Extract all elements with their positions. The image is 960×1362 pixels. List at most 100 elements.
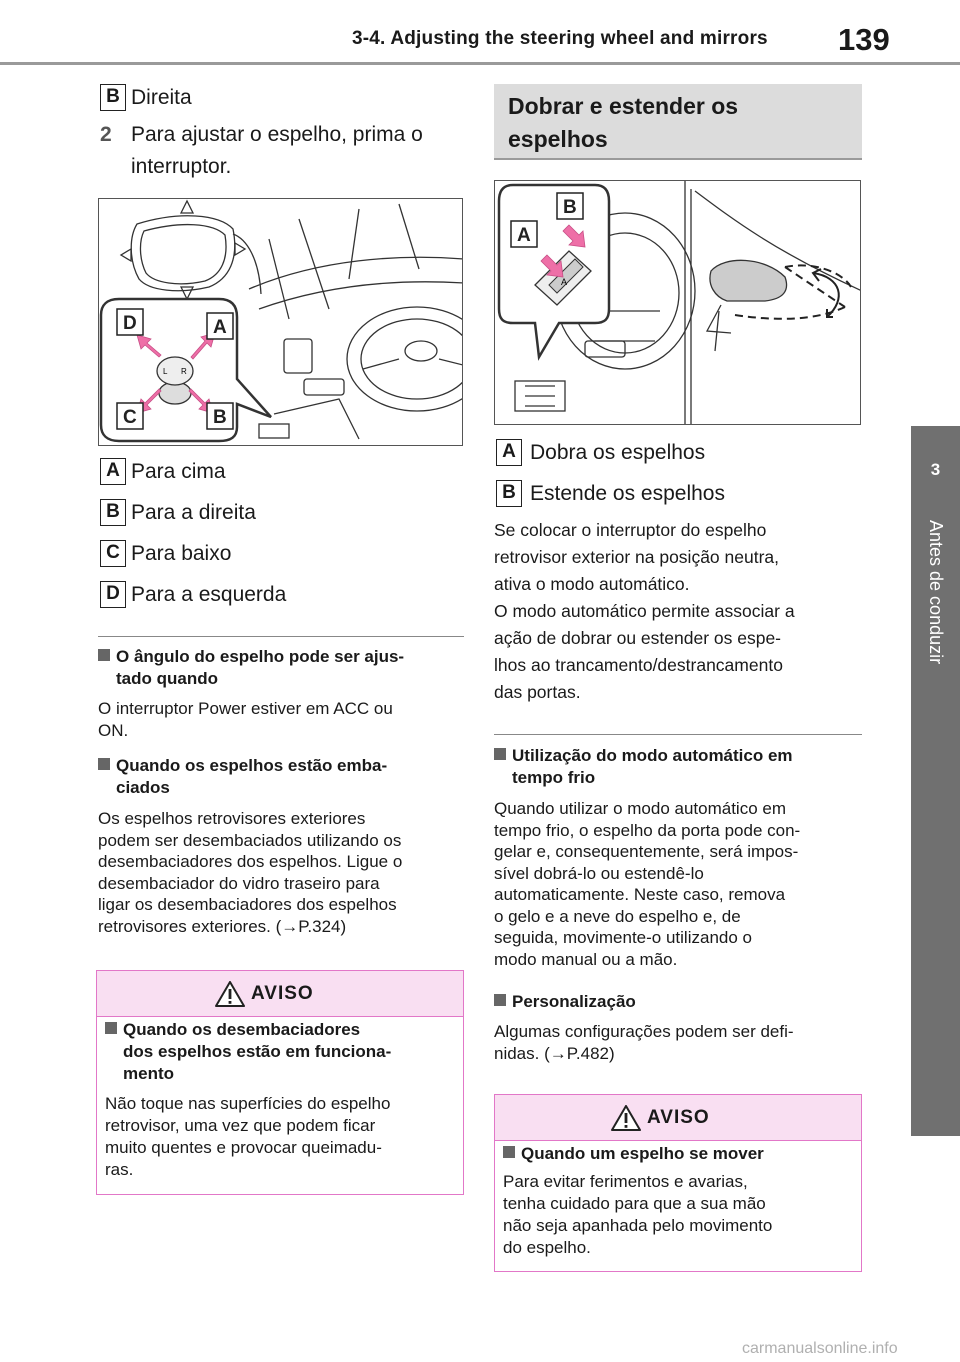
legend-a-badge: A xyxy=(100,458,126,485)
body-line: Para evitar ferimentos e avarias, xyxy=(503,1172,748,1191)
fold-legend-a-text: Dobra os espelhos xyxy=(530,441,706,464)
section-title: Dobrar e estender os espelhos xyxy=(508,90,738,156)
fig1-badge-c-box xyxy=(116,402,144,430)
body-line: desembaciador do vidro traseiro para xyxy=(98,873,380,893)
body-line: modo manual ou a mão. xyxy=(494,949,678,969)
warning-sub-line1: Quando um espelho se mover xyxy=(521,1144,764,1163)
section-heading-customization: Personalização xyxy=(494,991,636,1013)
section-body-mirror-angle: O interruptor Power estiver em ACC ou ON… xyxy=(98,698,393,741)
knob-label-l: L xyxy=(163,367,168,376)
section-body-customization: Algumas configurações podem ser defi- ni… xyxy=(494,1021,794,1064)
page-number: 139 xyxy=(838,22,890,57)
paragraph-line: ativa o modo automático. xyxy=(494,574,690,594)
paragraph-line: lhos ao trancamento/destrancamento xyxy=(494,655,783,675)
section-square-icon xyxy=(494,994,506,1006)
body-line: não seja apanhada pelo movimento xyxy=(503,1216,773,1235)
section-heading-line1: O ângulo do espelho pode ser ajus- xyxy=(116,647,405,666)
section-body-cold-weather: Quando utilizar o modo automático em tem… xyxy=(494,798,800,970)
body-line: do espelho. xyxy=(503,1238,591,1257)
legend-d-badge: D xyxy=(100,581,126,608)
warning-body: Para evitar ferimentos e avarias, tenha … xyxy=(503,1171,772,1259)
warning-box-defogger: AVISO Quando os desembaciadores dos espe… xyxy=(96,970,464,1195)
fig1-label-a: A xyxy=(213,317,227,338)
body-line: Quando utilizar o modo automático em xyxy=(494,799,786,818)
fig2-label-a: A xyxy=(517,225,531,246)
body-line: nidas. (→P.482) xyxy=(494,1043,615,1063)
step-text-line2: interruptor. xyxy=(131,155,232,178)
body-line: ligar os desembaciadores dos espelhos xyxy=(98,895,397,914)
paragraph-line: O modo automático permite associar a xyxy=(494,601,795,621)
fold-legend-b-text: Estende os espelhos xyxy=(530,482,725,505)
fig1-label-c: C xyxy=(123,407,137,428)
step-number: 2 xyxy=(100,123,112,146)
section-heading-mirror-angle: O ângulo do espelho pode ser ajus- tado … xyxy=(98,646,404,690)
warning-body: Não toque nas superfícies do espelho ret… xyxy=(105,1093,390,1181)
paragraph-line: retrovisor exterior na posição neutra, xyxy=(494,547,779,567)
body-line: muito quentes e provocar queimadu- xyxy=(105,1138,382,1157)
section-heading-cold-weather: Utilização do modo automático em tempo f… xyxy=(494,745,793,789)
body-line: ras. xyxy=(105,1160,134,1179)
chapter-side-tab: 3 Antes de conduzir xyxy=(911,426,960,1136)
chapter-label: Antes de conduzir xyxy=(926,520,946,665)
paragraph-line: das portas. xyxy=(494,682,581,702)
warning-sub-line1: Quando os desembaciadores xyxy=(123,1020,361,1039)
auto-mode-paragraph: Se colocar o interruptor do espelho retr… xyxy=(494,517,795,706)
fig2-label-b: B xyxy=(563,197,577,218)
header-title: 3-4. Adjusting the steering wheel and mi… xyxy=(352,28,768,49)
warning-sub-line2: dos espelhos estão em funciona- xyxy=(123,1042,392,1061)
fig1-label-b: B xyxy=(213,407,227,428)
section-square-icon xyxy=(503,1146,515,1158)
step-text-line1: Para ajustar o espelho, prima o xyxy=(131,123,423,146)
warning-title: AVISO xyxy=(251,983,314,1004)
mirror-fold-figure: A B A xyxy=(494,180,861,425)
body-line: retrovisor, uma vez que podem ficar xyxy=(105,1116,376,1135)
section-heading-fogged-mirrors: Quando os espelhos estão emba- ciados xyxy=(98,755,387,799)
paragraph-line: ação de dobrar ou estender os espe- xyxy=(494,628,781,648)
legend-b-text: Para a direita xyxy=(131,501,256,524)
body-line: sível dobrá-lo ou estendê-lo xyxy=(494,863,704,883)
section-heading-line2: tempo frio xyxy=(512,768,596,787)
warning-triangle-icon xyxy=(611,1105,641,1131)
section-square-icon xyxy=(98,649,110,661)
warning-title: AVISO xyxy=(647,1107,710,1128)
section-divider xyxy=(98,636,464,637)
mirror-fold-illustration: A B A xyxy=(497,181,860,424)
fold-legend-b-badge: B xyxy=(496,480,522,507)
section-square-icon xyxy=(105,1022,117,1034)
fold-legend-a-badge: A xyxy=(496,439,522,466)
section-divider xyxy=(494,734,862,735)
warning-sub-line3: mento xyxy=(123,1064,174,1083)
body-line: Algumas configurações podem ser defi- xyxy=(494,1022,794,1041)
footer-watermark: carmanualsonline.info xyxy=(742,1340,898,1357)
mirror-adjust-figure: L R D A C B xyxy=(98,198,463,446)
section-square-icon xyxy=(494,748,506,760)
body-line: tenha cuidado para que a sua mão xyxy=(503,1194,766,1213)
warning-triangle-icon xyxy=(215,981,245,1007)
body-line: Os espelhos retrovisores exteriores xyxy=(98,809,366,828)
warning-subheading: Quando os desembaciadores dos espelhos e… xyxy=(105,1019,391,1085)
warning-header: AVISO xyxy=(97,971,463,1017)
fig2-badge-a-box xyxy=(510,220,538,248)
chapter-number: 3 xyxy=(930,460,941,479)
body-line: automaticamente. Neste caso, remova xyxy=(494,885,786,904)
section-heading-line2: tado quando xyxy=(116,669,218,688)
section-body-fogged-mirrors: Os espelhos retrovisores exteriores pode… xyxy=(98,808,402,937)
legend-c-text: Para baixo xyxy=(131,542,232,565)
body-line: desembaciadores dos espelhos. Ligue o xyxy=(98,852,403,871)
body-line: Não toque nas superfícies do espelho xyxy=(105,1094,391,1113)
knob-label-r: R xyxy=(181,367,187,376)
body-line: O interruptor Power estiver em ACC ou xyxy=(98,699,393,718)
mirror-adjust-illustration: L R D A C B xyxy=(99,199,462,443)
fig1-badge-d-box xyxy=(116,308,144,336)
legend-d-text: Para a esquerda xyxy=(131,583,287,606)
section-square-icon xyxy=(98,758,110,770)
body-line: seguida, movimente-o utilizando o xyxy=(494,928,752,947)
body-line: podem ser desembaciados utilizando os xyxy=(98,830,402,850)
fig2-small-label-a: A xyxy=(561,277,567,287)
section-heading-line1: Utilização do modo automático em xyxy=(512,746,793,765)
body-line: o gelo e a neve do espelho e, de xyxy=(494,906,741,926)
section-heading-line2: ciados xyxy=(116,778,170,797)
fig1-badge-b-box xyxy=(206,402,234,430)
header-rule xyxy=(0,62,960,65)
paragraph-line: Se colocar o interruptor do espelho xyxy=(494,520,767,540)
